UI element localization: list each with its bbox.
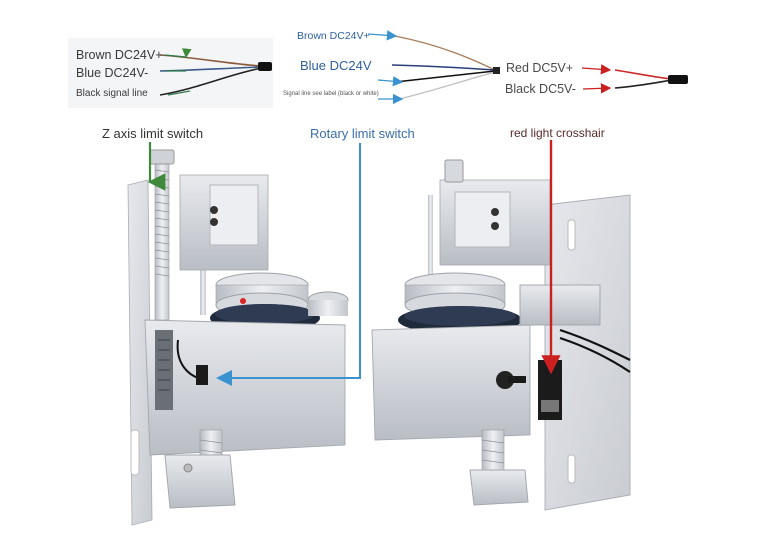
callout-crosshair: red light crosshair [510, 126, 605, 140]
label-left-brown: Brown DC24V+ [76, 48, 163, 62]
rotary-callout-arrow [216, 143, 361, 386]
label-left-blue: Blue DC24V- [76, 66, 149, 80]
wiring-diagram-center [367, 30, 500, 105]
machine-left [127, 149, 349, 526]
machine-right [371, 159, 631, 511]
label-center-signal: Signal line see label (black or white) [283, 91, 379, 97]
label-center-brown: Brown DC24V+ [297, 30, 370, 42]
label-left-black: Black signal line [76, 88, 148, 99]
label-center-blue: Blue DC24V [300, 58, 372, 73]
wiring-photo-left [68, 38, 273, 108]
wiring-diagram-right [581, 64, 688, 94]
callout-z-axis: Z axis limit switch [102, 126, 204, 141]
callout-rotary: Rotary limit switch [310, 126, 415, 141]
label-right-black: Black DC5V- [505, 82, 576, 96]
label-right-red: Red DC5V+ [506, 61, 574, 75]
